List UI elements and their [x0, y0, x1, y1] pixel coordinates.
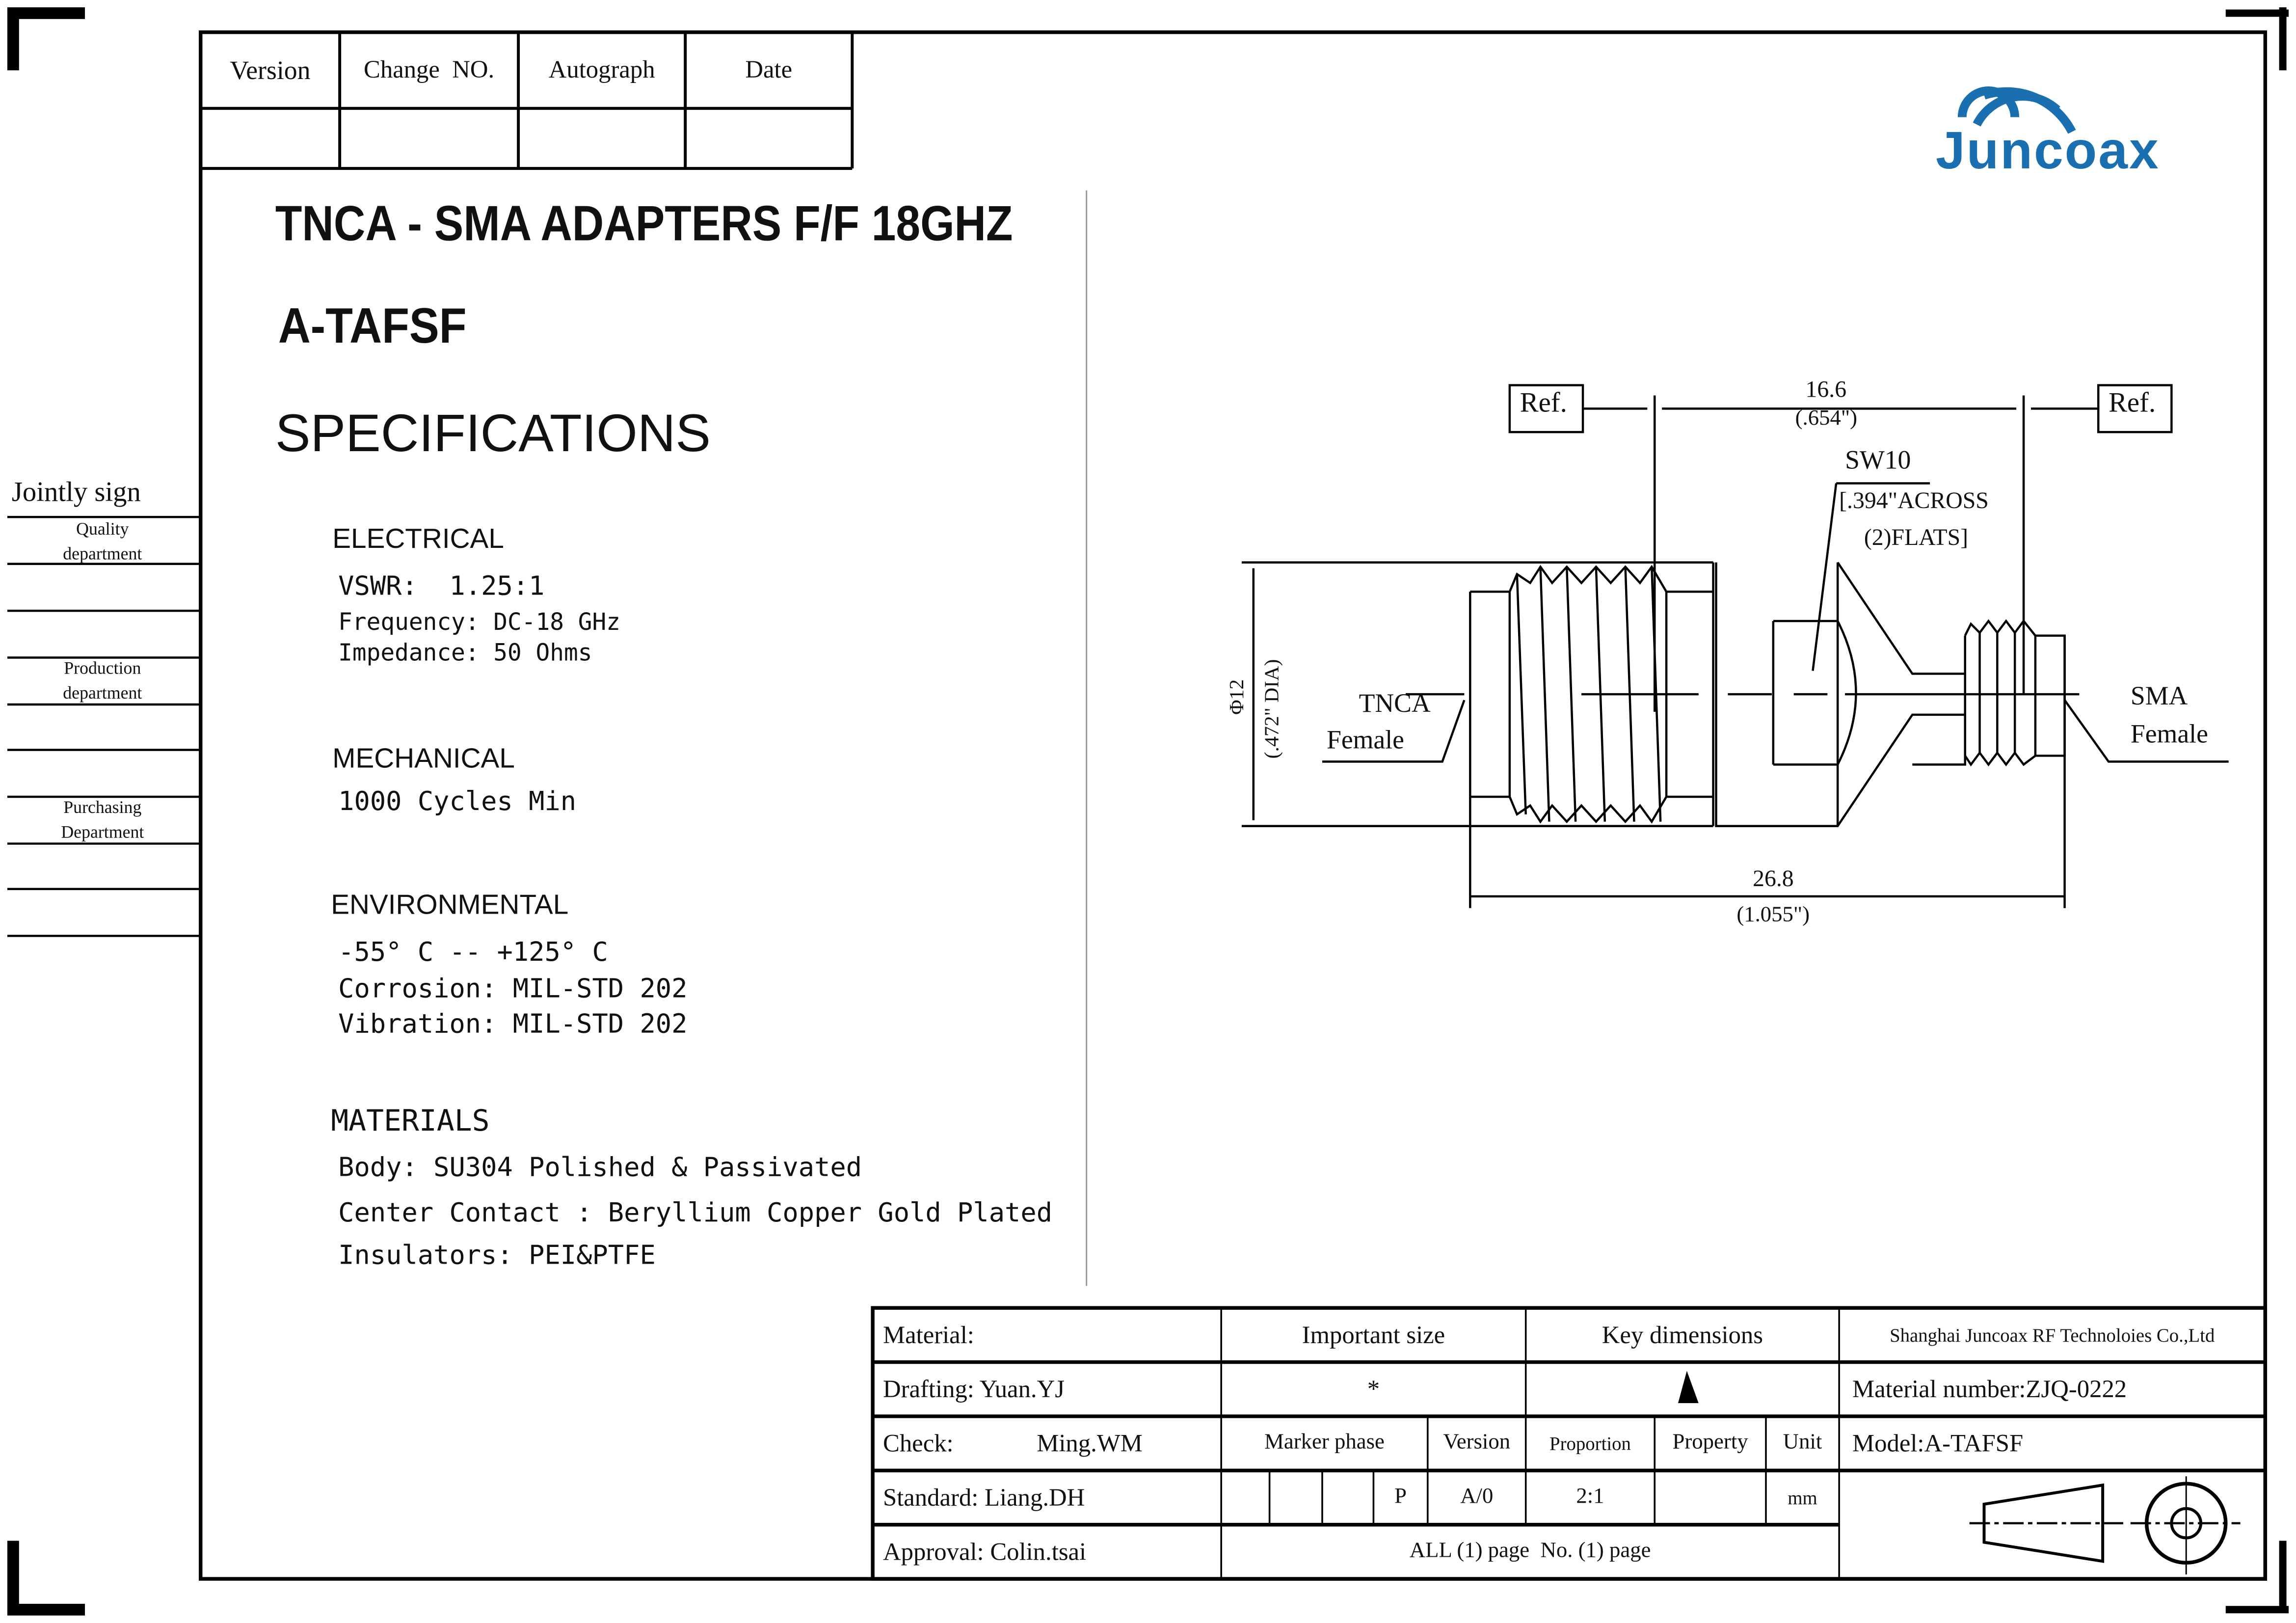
production-department-label: Production department: [63, 657, 142, 703]
important-size-header: Important size: [1302, 1320, 1445, 1349]
insulators-material: Insulators: PEI&PTFE: [338, 1240, 656, 1271]
corner-mark: [2225, 7, 2289, 71]
company-name: Shanghai Juncoax RF Technoloies Co.,Ltd: [1890, 1323, 2215, 1346]
check-label: Check:: [882, 1429, 954, 1457]
body-material: Body: SU304 Polished & Passivated: [338, 1152, 862, 1184]
check-name: Ming.WM: [1037, 1429, 1143, 1457]
quality-department-label: Quality department: [63, 518, 142, 564]
page-count: ALL (1) page No. (1) page: [1409, 1539, 1651, 1563]
vibration-spec: Vibration: MIL-STD 202: [338, 1009, 688, 1040]
dim-bottom-inch: (1.055"): [1736, 903, 1810, 927]
product-title: TNCA - SMA ADAPTERS F/F 18GHZ: [275, 196, 1013, 252]
rev-header-version: Version: [230, 54, 311, 84]
rev-header-change-no: Change NO.: [364, 55, 495, 84]
electrical-heading: ELECTRICAL: [332, 524, 504, 555]
corner-mark: [7, 7, 85, 71]
unit-header: Unit: [1783, 1431, 1822, 1455]
model-title: A-TAFSF: [278, 298, 467, 354]
environmental-heading: ENVIRONMENTAL: [331, 890, 569, 921]
specifications-heading: SPECIFICATIONS: [275, 403, 711, 463]
dim-top-mm: 16.6: [1805, 378, 1847, 403]
material-field: Material:: [882, 1320, 974, 1349]
tnca-female-label: Female: [1326, 725, 1405, 755]
corner-mark: [2225, 1541, 2289, 1614]
version-value: A/0: [1460, 1485, 1494, 1509]
sma-label: SMA: [2130, 681, 2188, 710]
adapter-drawing: [1241, 384, 2229, 908]
unit-value: mm: [1788, 1486, 1817, 1508]
sw-note-1: [.394"ACROSS: [1839, 489, 1989, 514]
logo-text: Juncoax: [1936, 120, 2160, 180]
standard-field: Standard: Liang.DH: [882, 1483, 1085, 1511]
juncoax-logo-icon: [1957, 86, 2076, 134]
key-dimension-triangle-icon: [1678, 1371, 1699, 1404]
version-header: Version: [1443, 1431, 1511, 1455]
tnca-label: TNCA: [1359, 688, 1431, 718]
drafting-field: Drafting: Yuan.YJ: [882, 1374, 1065, 1403]
vswr-spec: VSWR: 1.25:1: [338, 571, 545, 602]
important-size-mark: *: [1367, 1374, 1380, 1403]
mechanical-heading: MECHANICAL: [332, 744, 515, 775]
dia-mm: Φ12: [1227, 679, 1249, 715]
purchasing-department-label: Purchasing Department: [61, 796, 144, 842]
materials-heading: MATERIALS: [331, 1103, 490, 1138]
marker-phase-header: Marker phase: [1264, 1431, 1385, 1455]
jointly-sign-label: Jointly sign: [11, 477, 141, 509]
approval-field: Approval: Colin.tsai: [882, 1537, 1087, 1565]
rev-header-date: Date: [745, 55, 793, 84]
rev-header-autograph: Autograph: [548, 55, 655, 84]
temperature-spec: -55° C -- +125° C: [338, 937, 608, 969]
corner-mark: [7, 1541, 85, 1616]
cycles-spec: 1000 Cycles Min: [338, 786, 577, 817]
dia-inch: (.472" DIA): [1262, 659, 1284, 759]
sw-note-2: (2)FLATS]: [1864, 526, 1969, 551]
property-header: Property: [1672, 1431, 1748, 1455]
proportion-value: 2:1: [1576, 1485, 1604, 1509]
proportion-header: Proportion: [1549, 1432, 1631, 1454]
model-field: Model:A-TAFSF: [1852, 1429, 2024, 1457]
impedance-spec: Impedance: 50 Ohms: [338, 638, 592, 667]
corrosion-spec: Corrosion: MIL-STD 202: [338, 974, 688, 1005]
sw-label: SW10: [1845, 445, 1911, 475]
dim-bottom-mm: 26.8: [1753, 867, 1794, 892]
dim-top-inch: (.654"): [1795, 407, 1858, 431]
ref-right-label: Ref.: [2109, 388, 2156, 419]
material-number: Material number:ZJQ-0222: [1852, 1374, 2127, 1403]
ref-left-label: Ref.: [1520, 388, 1567, 419]
center-contact-material: Center Contact : Beryllium Copper Gold P…: [338, 1198, 1053, 1229]
sma-female-label: Female: [2130, 719, 2208, 749]
phase-value: P: [1394, 1485, 1407, 1509]
key-dimensions-header: Key dimensions: [1602, 1320, 1763, 1349]
frequency-spec: Frequency: DC-18 GHz: [338, 608, 620, 636]
